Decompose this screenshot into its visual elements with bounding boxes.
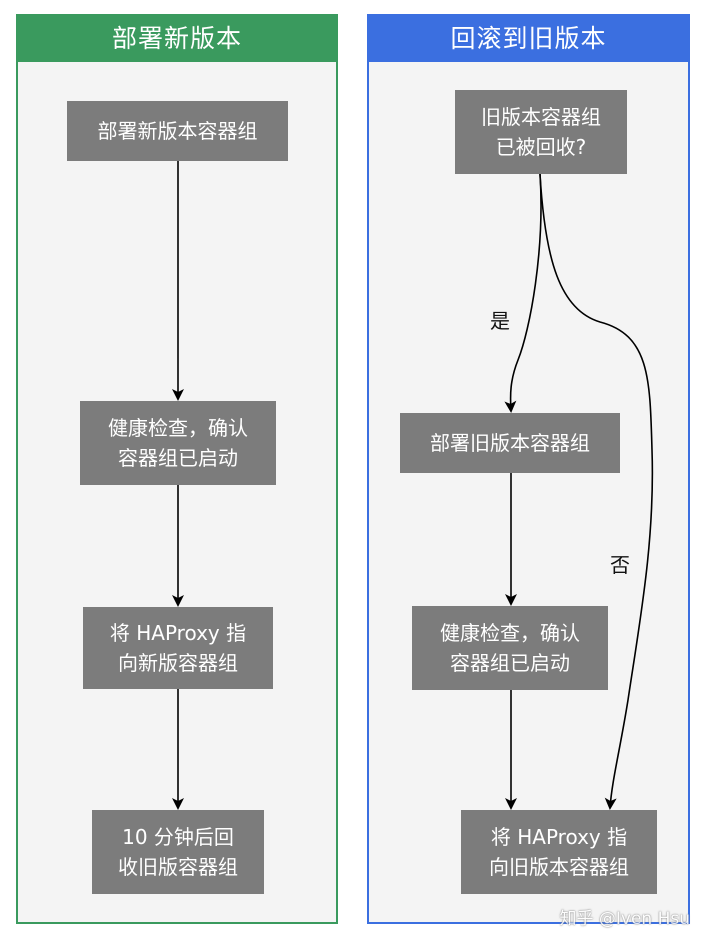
step-health-check-new: 健康检查，确认 容器组已启动 <box>80 401 276 485</box>
step-reclaim-old-containers-label: 10 分钟后回 收旧版容器组 <box>118 825 238 879</box>
watermark: 知乎 @Iven Hsu <box>559 909 690 929</box>
step-health-check-new-label: 健康检查，确认 容器组已启动 <box>108 416 248 470</box>
step-reclaim-old-containers: 10 分钟后回 收旧版容器组 <box>92 810 264 894</box>
step-point-haproxy-old-label: 将 HAProxy 指 向旧版本容器组 <box>489 825 629 879</box>
yes-label: 是 <box>490 309 510 333</box>
step-deploy-old-containers-label: 部署旧版本容器组 <box>430 431 590 455</box>
step-deploy-new-containers-label: 部署新版本容器组 <box>97 119 258 143</box>
step-health-check-old-label: 健康检查，确认 容器组已启动 <box>440 621 580 675</box>
step-deploy-old-containers: 部署旧版本容器组 <box>400 413 620 473</box>
step-point-haproxy-new-label: 将 HAProxy 指 向新版容器组 <box>109 621 247 675</box>
no-label: 否 <box>610 553 630 577</box>
step-deploy-new-containers: 部署新版本容器组 <box>67 101 288 161</box>
decision-old-reclaimed-label: 旧版本容器组 已被回收? <box>481 105 601 159</box>
decision-old-reclaimed: 旧版本容器组 已被回收? <box>455 90 627 174</box>
deploy-new-version-title: 部署新版本 <box>18 16 336 62</box>
arrow-no-branch <box>539 173 654 810</box>
rollback-title: 回滚到旧版本 <box>369 16 688 62</box>
arrow-yes-branch <box>504 173 542 413</box>
step-point-haproxy-new: 将 HAProxy 指 向新版容器组 <box>83 607 273 689</box>
step-point-haproxy-old: 将 HAProxy 指 向旧版本容器组 <box>461 810 657 894</box>
step-health-check-old: 健康检查，确认 容器组已启动 <box>412 606 608 690</box>
